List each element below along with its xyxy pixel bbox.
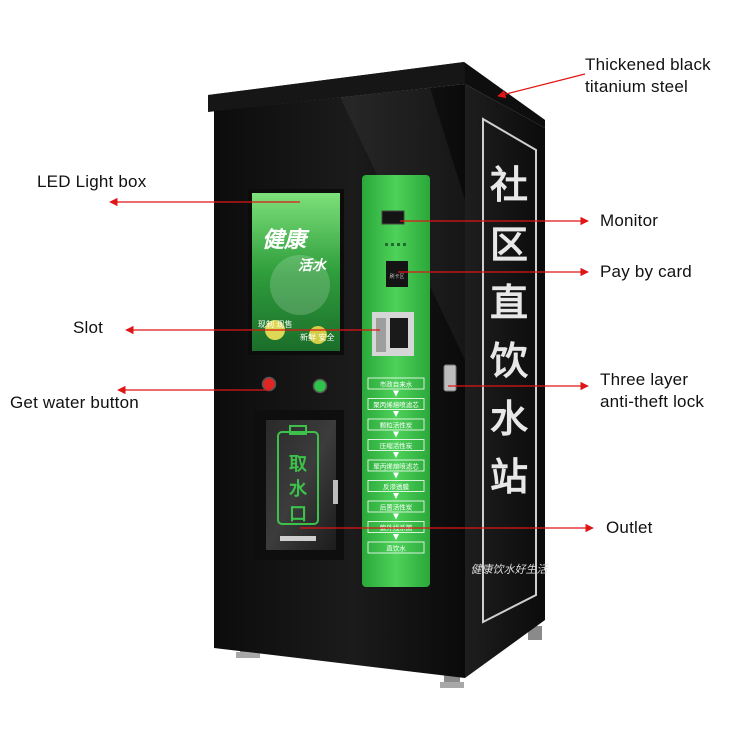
process-step-box <box>367 521 425 533</box>
process-step-box <box>367 500 425 513</box>
process-step-label: 聚丙烯熔喷滤芯 <box>373 461 419 470</box>
process-step-arrow <box>393 472 399 479</box>
water-outlet-window: 取 水 口 <box>254 410 344 560</box>
monitor-screen <box>381 210 405 225</box>
label-led-light-box: LED Light box <box>37 171 146 193</box>
process-step-arrow <box>393 513 399 520</box>
poster-sub: 活水 <box>298 257 327 274</box>
process-step-arrow <box>393 452 399 458</box>
process-step-label: 直饮水 <box>386 543 406 552</box>
label-slot: Slot <box>73 317 103 339</box>
control-panel: 刷卡区 市政自来水聚丙烯熔喷滤芯颗粒活性炭压缩活性炭聚丙烯熔喷滤芯反渗透膜后置活… <box>362 175 430 587</box>
label-line: anti-theft lock <box>600 392 705 411</box>
process-steps: 市政自来水聚丙烯熔喷滤芯颗粒活性炭压缩活性炭聚丙烯熔喷滤芯反渗透膜后置活性炭紫外… <box>367 377 425 554</box>
process-step-label: 反渗透膜 <box>383 482 410 491</box>
card-reader-label: 刷卡区 <box>389 273 404 280</box>
process-step-box <box>367 418 425 431</box>
side-sign-char: 直 <box>490 281 528 325</box>
process-step-arrow <box>393 493 399 499</box>
label-line: Outlet <box>606 518 653 537</box>
process-step-label: 市政自来水 <box>380 379 413 388</box>
side-sign-char: 饮 <box>490 339 529 383</box>
poster-bottom-left: 现制 现售 <box>258 319 293 329</box>
process-step-box <box>367 377 425 390</box>
window-sign-char: 水 <box>289 478 308 500</box>
label-line: Slot <box>73 318 104 337</box>
side-sign-char: 站 <box>490 455 528 499</box>
process-step-box <box>367 541 425 554</box>
label-line: Monitor <box>600 211 659 230</box>
label-line: Get water button <box>10 393 139 412</box>
window-sign-char: 取 <box>289 454 308 475</box>
process-step-box <box>367 439 425 451</box>
process-step-arrow <box>393 411 399 417</box>
label-monitor: Monitor <box>600 210 658 232</box>
label-line: titanium steel <box>585 77 688 96</box>
process-step-label: 后置活性炭 <box>380 502 413 511</box>
label-pay-by-card: Pay by card <box>600 261 692 283</box>
process-step-label: 压缩活性炭 <box>380 441 413 450</box>
process-step-arrow <box>393 390 399 397</box>
indicator-dots <box>385 243 406 246</box>
side-sign-char: 水 <box>490 397 529 441</box>
card-reader[interactable] <box>386 261 408 287</box>
process-step-label: 紫外线杀菌 <box>380 523 413 532</box>
arrow-steel <box>497 73 586 99</box>
led-light-box: 健康 活水 现制 现售 新鲜 安全 <box>248 189 344 355</box>
label-line: LED Light box <box>37 172 147 191</box>
label-get-water-button: Get water button <box>10 392 139 414</box>
label-outlet: Outlet <box>606 517 653 539</box>
side-tagline: 健康饮水好生活 <box>471 563 550 576</box>
process-step-box <box>367 480 425 492</box>
process-step-arrow <box>393 534 399 540</box>
label-line: Thickened black <box>585 55 711 74</box>
poster-bottom-right: 新鲜 安全 <box>300 332 335 342</box>
process-step-box <box>367 398 425 410</box>
poster-headline: 健康 <box>262 227 310 253</box>
label-line: Three layer <box>600 370 689 389</box>
label-thickened-steel: Thickened black titanium steel <box>585 54 711 98</box>
anti-theft-lock[interactable] <box>443 364 457 392</box>
label-anti-theft-lock: Three layer anti-theft lock <box>600 369 704 413</box>
callout-arrows <box>109 73 594 533</box>
process-step-label: 颗粒活性炭 <box>380 420 413 429</box>
side-sign: 社 区 直 饮 水 站 <box>490 163 529 499</box>
side-sign-char: 区 <box>490 223 528 267</box>
machine-side <box>465 84 545 678</box>
process-step-arrow <box>393 431 399 438</box>
window-sign-char: 口 <box>289 504 307 525</box>
side-sign-char: 社 <box>490 163 528 207</box>
label-line: Pay by card <box>600 262 692 281</box>
process-step-box <box>367 459 425 472</box>
outlet-door-handle[interactable] <box>333 480 338 504</box>
coin-slot[interactable] <box>372 312 414 356</box>
process-step-label: 聚丙烯熔喷滤芯 <box>373 400 419 409</box>
